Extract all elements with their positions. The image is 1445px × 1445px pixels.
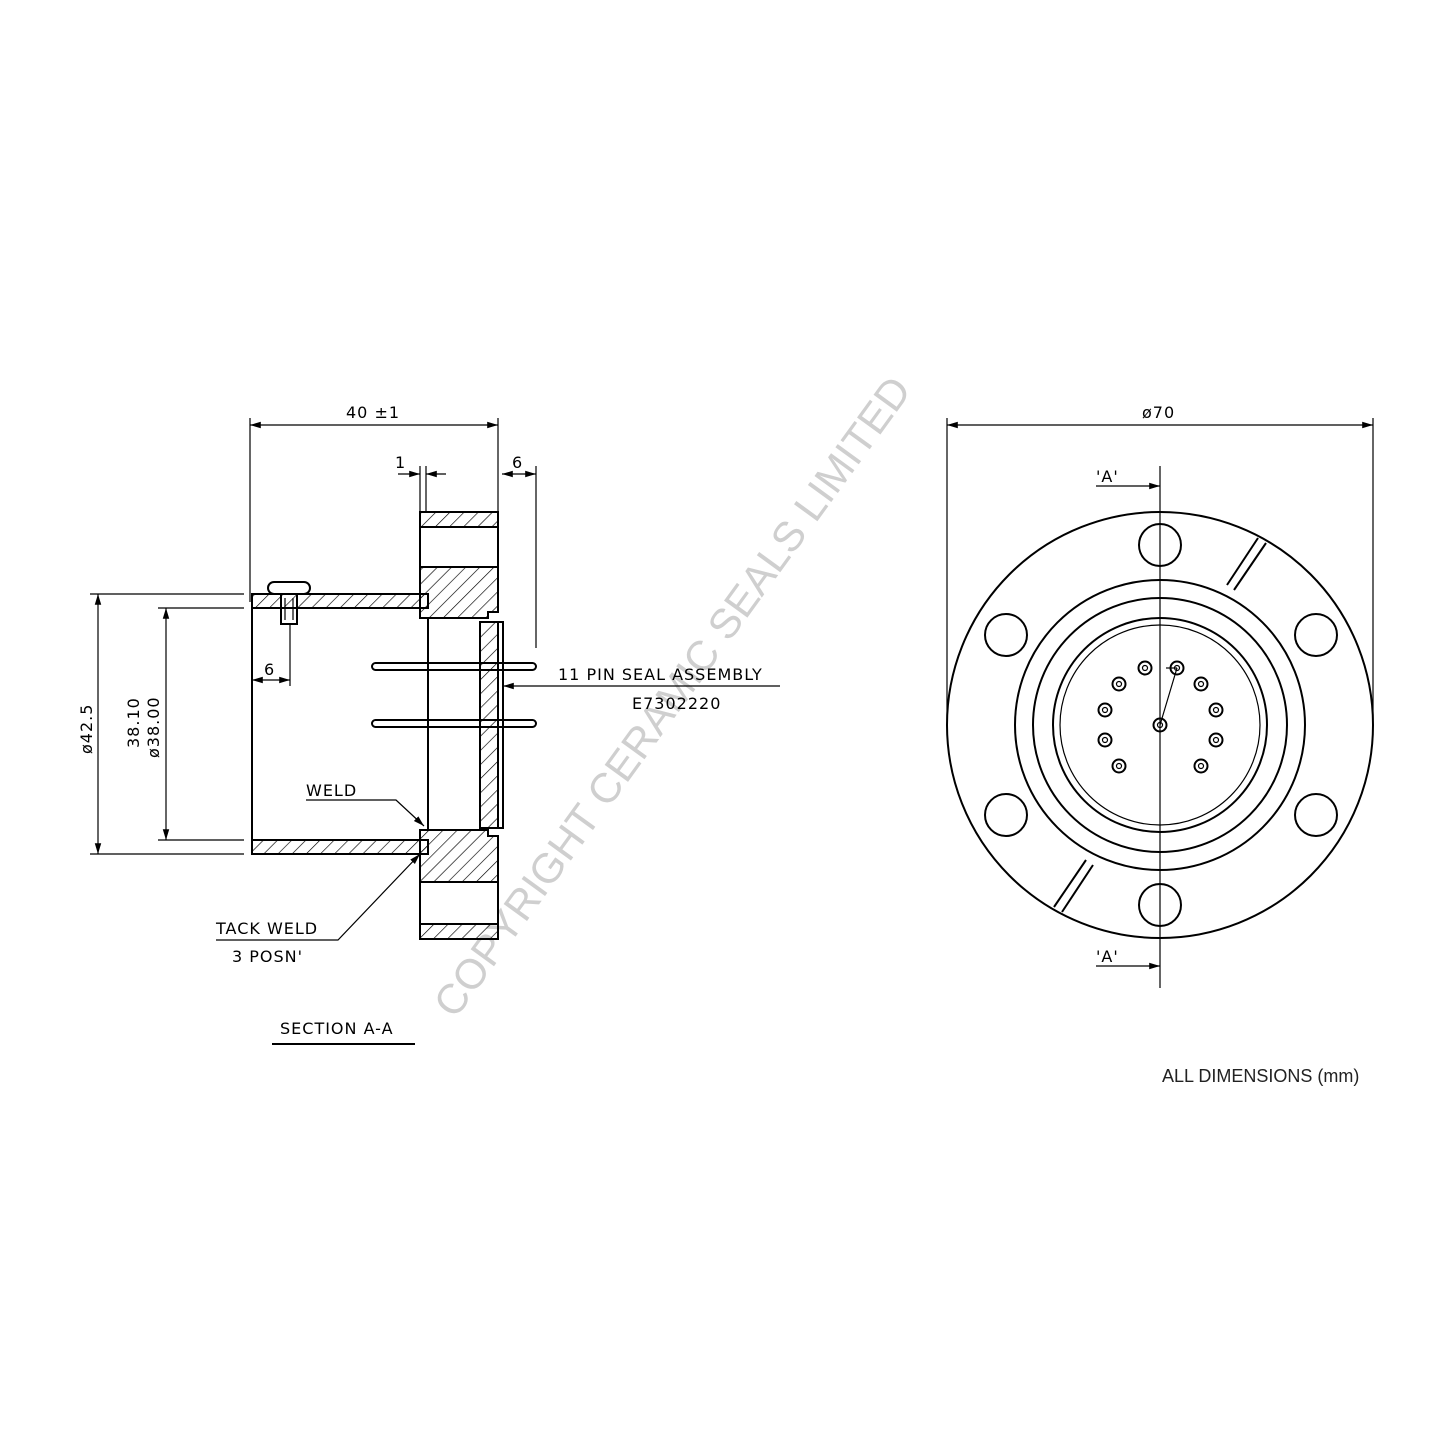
label-seal-assembly: 11 PIN SEAL ASSEMBLY (558, 665, 763, 684)
section-marker-bottom: 'A' (1096, 947, 1119, 966)
pin (1208, 732, 1224, 748)
label-tack-weld: TACK WELD (215, 919, 318, 938)
section-marker-top: 'A' (1096, 467, 1119, 486)
bolt-hole (1138, 883, 1182, 927)
pin (1097, 732, 1113, 748)
section-title: SECTION A-A (280, 1019, 394, 1038)
dim-face: 6 (512, 453, 523, 472)
dim-outer-dia: ø42.5 (77, 704, 96, 754)
label-weld: WELD (306, 781, 357, 800)
bolt-hole (984, 793, 1028, 837)
dim-bore-bottom: ø38.00 (144, 696, 163, 758)
pin (1111, 758, 1127, 774)
dim-bore-top: 38.10 (124, 697, 143, 748)
bolt-hole (1294, 613, 1338, 657)
footer-note: ALL DIMENSIONS (mm) (1162, 1066, 1359, 1086)
pin (1097, 702, 1113, 718)
pin (1208, 702, 1224, 718)
label-part-number: E7302220 (632, 694, 721, 713)
end-view: ø70 'A' 'A' (946, 403, 1374, 988)
label-positions: 3 POSN' (232, 947, 303, 966)
section-view: 40 ±1 1 6 (77, 403, 780, 1045)
pin (1137, 660, 1153, 676)
pin (1193, 676, 1209, 692)
bolt-hole (1138, 523, 1182, 567)
dim-flange-gap: 1 (395, 453, 406, 472)
dim-screw: 6 (264, 660, 275, 679)
pin (1169, 660, 1185, 676)
pin-grid (1097, 660, 1224, 774)
pin (1152, 717, 1168, 733)
pin (1193, 758, 1209, 774)
bolt-hole (1294, 793, 1338, 837)
bolt-hole (984, 613, 1028, 657)
pin (1111, 676, 1127, 692)
dim-length: 40 ±1 (346, 403, 400, 422)
dim-diameter: ø70 (1142, 403, 1175, 422)
